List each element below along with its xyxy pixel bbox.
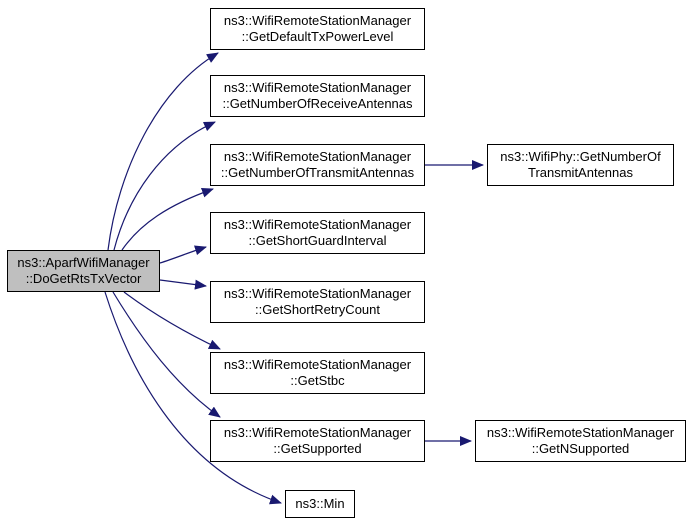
- node-label-line: ::GetShortRetryCount: [255, 302, 380, 317]
- node-label-line: ::GetStbc: [290, 373, 345, 388]
- edge-root-to-get-default-tx-power-level: [107, 52, 219, 251]
- node-label-line: ::GetNumberOfTransmitAntennas: [220, 165, 415, 180]
- node-label-line: ns3::WifiRemoteStationManager: [223, 80, 412, 95]
- node-label-line: ::GetNSupported: [531, 441, 630, 456]
- node-get-n-supported[interactable]: ns3::WifiRemoteStationManager ::GetNSupp…: [475, 420, 686, 462]
- edge-root-to-get-supported: [112, 291, 221, 418]
- node-label-line: ns3::WifiRemoteStationManager: [486, 425, 675, 440]
- edge-root-to-get-stbc: [123, 291, 221, 350]
- node-label-line: ns3::Min: [295, 496, 345, 511]
- node-get-supported[interactable]: ns3::WifiRemoteStationManager ::GetSuppo…: [210, 420, 425, 462]
- node-get-default-tx-power-level[interactable]: ns3::WifiRemoteStationManager ::GetDefau…: [210, 8, 425, 50]
- node-label-line: ::GetDefaultTxPowerLevel: [241, 29, 394, 44]
- node-min[interactable]: ns3::Min: [285, 490, 355, 518]
- node-label-line: ::GetNumberOfReceiveAntennas: [222, 96, 413, 111]
- node-label-line: TransmitAntennas: [527, 165, 633, 180]
- node-wifiphy-get-number-of-transmit-antennas[interactable]: ns3::WifiPhy::GetNumberOf TransmitAntenn…: [487, 144, 674, 186]
- node-label-line: ::GetShortGuardInterval: [248, 233, 387, 248]
- edge-root-to-get-number-of-receive-antennas: [113, 121, 216, 251]
- edge-root-to-get-number-of-transmit-antennas: [121, 187, 214, 251]
- node-get-number-of-transmit-antennas[interactable]: ns3::WifiRemoteStationManager ::GetNumbe…: [210, 144, 425, 186]
- node-do-get-rts-tx-vector[interactable]: ns3::AparfWifiManager ::DoGetRtsTxVector: [7, 250, 160, 292]
- node-label-line: ::GetSupported: [273, 441, 362, 456]
- edge-root-to-get-short-retry-count: [159, 279, 207, 290]
- node-label-line: ns3::WifiRemoteStationManager: [223, 286, 412, 301]
- node-label-line: ns3::WifiRemoteStationManager: [223, 149, 412, 164]
- node-label-line: ::DoGetRtsTxVector: [25, 271, 142, 286]
- node-get-stbc[interactable]: ns3::WifiRemoteStationManager ::GetStbc: [210, 352, 425, 394]
- node-get-number-of-receive-antennas[interactable]: ns3::WifiRemoteStationManager ::GetNumbe…: [210, 75, 425, 117]
- node-label-line: ns3::WifiRemoteStationManager: [223, 357, 412, 372]
- node-get-short-retry-count[interactable]: ns3::WifiRemoteStationManager ::GetShort…: [210, 281, 425, 323]
- node-get-short-guard-interval[interactable]: ns3::WifiRemoteStationManager ::GetShort…: [210, 212, 425, 254]
- node-label-line: ns3::WifiRemoteStationManager: [223, 13, 412, 28]
- edge-root-to-min: [104, 291, 282, 505]
- node-label-line: ns3::AparfWifiManager: [17, 255, 150, 270]
- edge-root-to-get-short-guard-interval: [159, 245, 207, 264]
- node-label-line: ns3::WifiRemoteStationManager: [223, 425, 412, 440]
- node-label-line: ns3::WifiPhy::GetNumberOf: [500, 149, 661, 164]
- node-label-line: ns3::WifiRemoteStationManager: [223, 217, 412, 232]
